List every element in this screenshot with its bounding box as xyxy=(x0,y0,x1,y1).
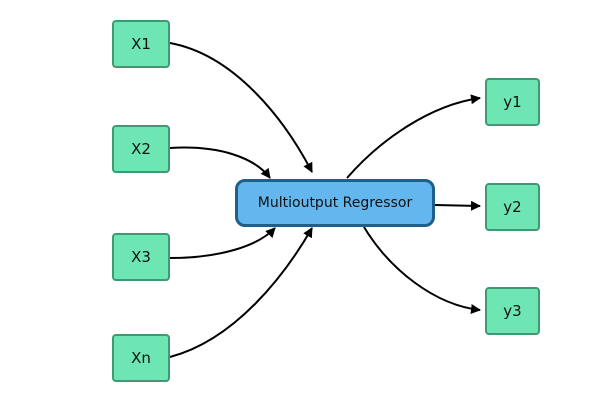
edge-x3-to-regressor xyxy=(169,227,276,259)
input-node-x2: X2 xyxy=(112,125,170,173)
multioutput-regressor-node: Multioutput Regressor xyxy=(235,179,435,227)
input-node-x3: X3 xyxy=(112,233,170,281)
edge-xn-to-regressor xyxy=(169,227,313,358)
output-node-y1: y1 xyxy=(485,78,540,126)
input-node-xn: Xn xyxy=(112,334,170,382)
edge-regressor-to-y2 xyxy=(434,200,481,211)
edge-x1-to-regressor xyxy=(169,42,313,173)
output-node-y3: y3 xyxy=(485,287,540,335)
input-node-x1: X1 xyxy=(112,20,170,68)
edge-x2-to-regressor xyxy=(169,146,271,179)
edge-regressor-to-y3 xyxy=(363,226,481,314)
edge-regressor-to-y1 xyxy=(346,94,481,179)
output-node-y2: y2 xyxy=(485,183,540,231)
